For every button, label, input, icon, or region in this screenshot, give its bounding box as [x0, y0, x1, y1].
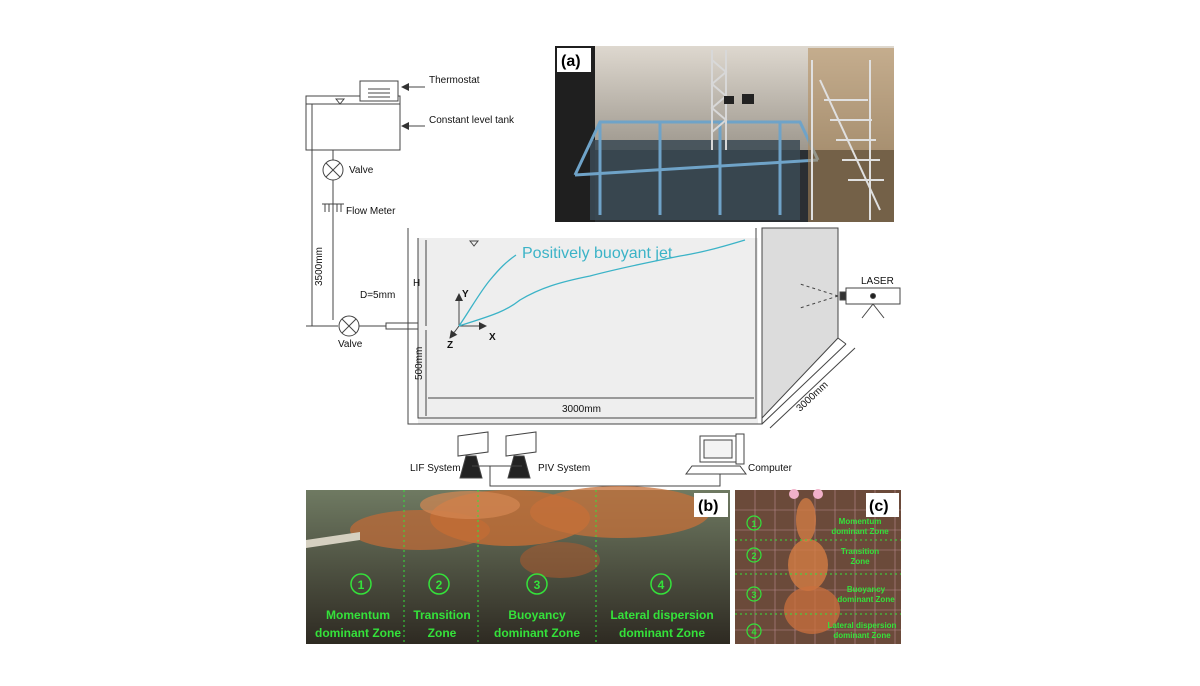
photo-c: (c) 1 2 3 4 Momentum dominant Zone Trans…: [735, 489, 901, 644]
zone-c1-line1: Momentum: [839, 517, 882, 526]
zone-c4-line1: Lateral dispersion: [828, 621, 897, 630]
zone-c4-line2: dominant Zone: [833, 631, 891, 640]
zone-c3-number: 3: [751, 590, 756, 600]
axis-x-label: X: [489, 332, 496, 343]
axis-y-label: Y: [462, 289, 469, 300]
constant-level-tank: [305, 95, 401, 151]
computer-label: Computer: [748, 463, 793, 474]
zone-c3-line2: dominant Zone: [837, 595, 895, 604]
piv-label: PIV System: [538, 463, 590, 474]
zone-b3-number: 3: [534, 578, 541, 592]
zone-c1-number: 1: [751, 519, 756, 529]
zone-b1-line1: Momentum: [326, 608, 390, 622]
zone-c2-number: 2: [751, 551, 756, 561]
valve-bottom-label: Valve: [338, 339, 363, 350]
length-dimension: 3000mm: [562, 404, 601, 415]
zone-b2-number: 2: [436, 578, 443, 592]
jet-plume-outline: [458, 239, 746, 327]
zone-c2-line2: Zone: [850, 557, 870, 566]
laser-device: [799, 283, 901, 319]
tank-label: Constant level tank: [429, 115, 515, 126]
nozzle-label: D=5mm: [360, 290, 395, 301]
zone-c1-line2: dominant Zone: [831, 527, 889, 536]
zone-b2-line1: Transition: [413, 608, 470, 622]
zone-c4-number: 4: [751, 627, 756, 637]
zone-b4-line1: Lateral dispersion: [610, 608, 713, 622]
jet-label: Positively buoyant jet: [522, 245, 673, 262]
water-level-icon: [334, 98, 346, 105]
photo-b: (b) 1 2 3 4 Momentum dominant Zone Trans…: [306, 486, 730, 644]
flow-meter-label: Flow Meter: [346, 206, 396, 217]
zone-b3-line2: dominant Zone: [494, 626, 580, 640]
depth-dimension: 500mm: [414, 347, 425, 380]
zone-b3-line1: Buoyancy: [508, 608, 566, 622]
laser-label: LASER: [861, 276, 894, 287]
computer-icon: [685, 433, 747, 475]
axis-z-label: Z: [447, 340, 453, 351]
axis-z: [449, 325, 460, 339]
piv-camera-icon: [505, 431, 537, 479]
schematic: [305, 80, 856, 429]
panel-b-tag: (b): [698, 498, 718, 515]
zone-c2-line1: Transition: [841, 547, 879, 556]
height-dimension: 3500mm: [314, 247, 325, 286]
zone-b1-number: 1: [358, 578, 365, 592]
photo-a: (a): [555, 46, 894, 222]
valve-top-label: Valve: [349, 165, 374, 176]
zone-b4-number: 4: [658, 578, 665, 592]
lif-label: LIF System: [410, 463, 461, 474]
water-basin: [418, 238, 758, 424]
zone-b1-line2: dominant Zone: [315, 626, 401, 640]
lif-camera-icon: [457, 431, 489, 479]
zone-b2-line2: Zone: [428, 626, 457, 640]
panel-a-tag: (a): [561, 53, 581, 70]
thermostat-label: Thermostat: [429, 75, 480, 86]
h-label: H: [413, 278, 420, 289]
zone-c3-line1: Buoyancy: [847, 585, 886, 594]
flow-meter-icon: [322, 203, 344, 212]
zone-b4-line2: dominant Zone: [619, 626, 705, 640]
basin-water-level-icon: [468, 240, 480, 247]
panel-c-tag: (c): [869, 498, 889, 515]
width-dimension: 3000mm: [795, 380, 831, 415]
thermostat-box: [359, 80, 399, 102]
